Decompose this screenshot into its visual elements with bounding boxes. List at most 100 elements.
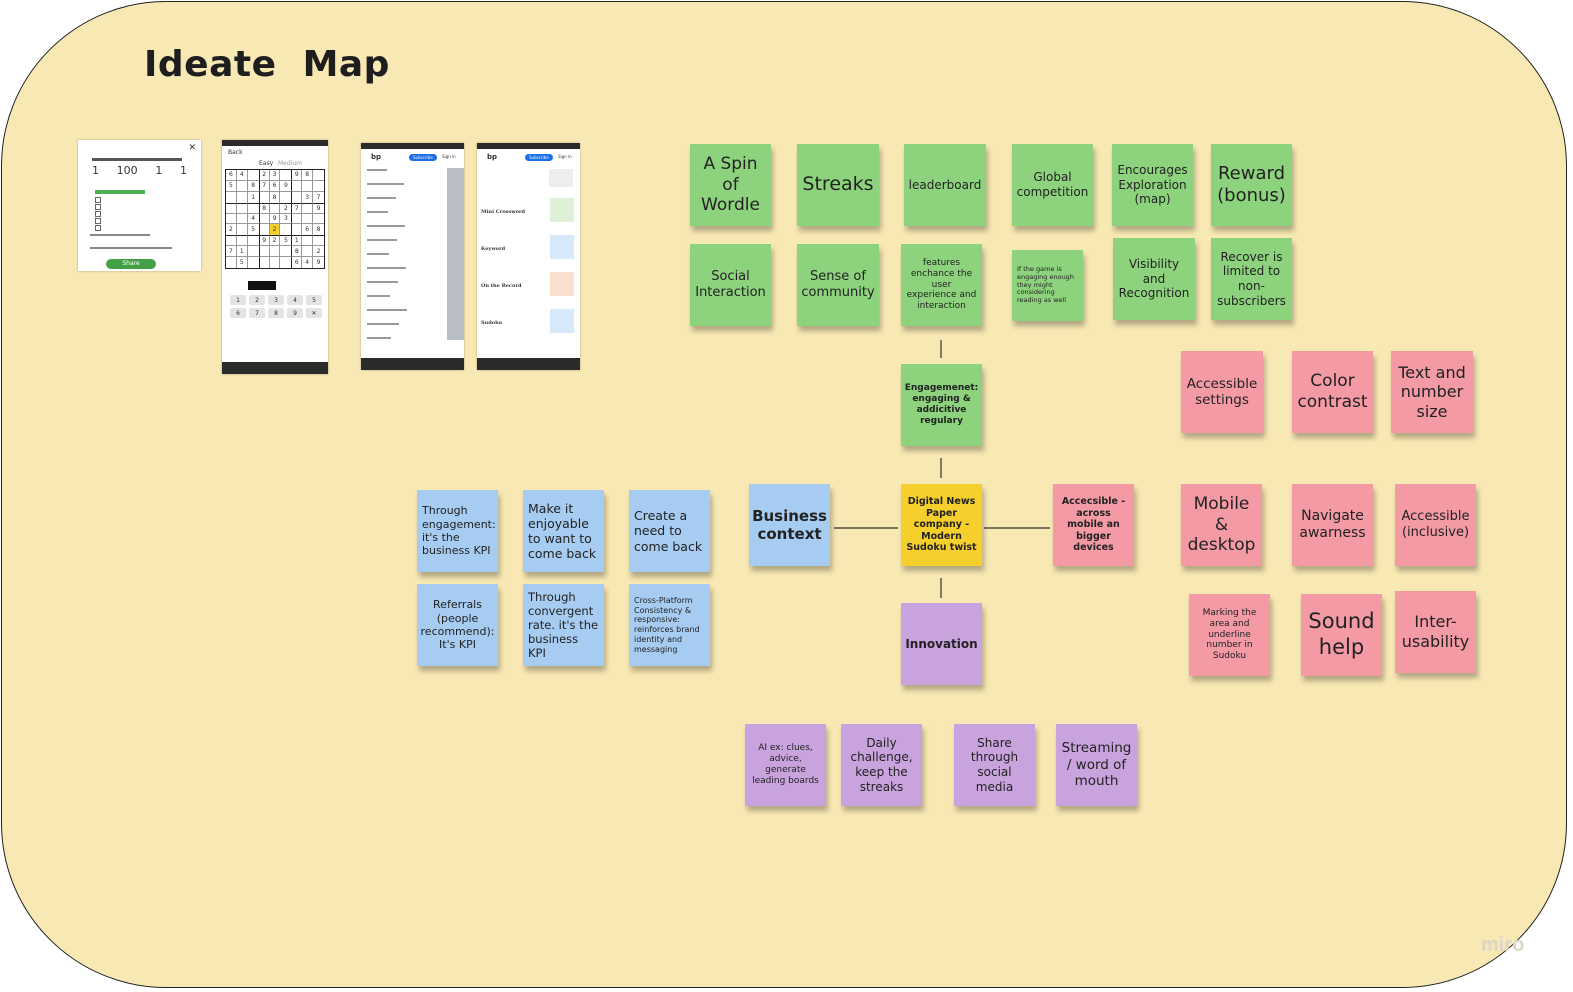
menu-item[interactable] — [367, 323, 399, 325]
sticky-note-reading[interactable]: If the game is engaging enough they migh… — [1012, 250, 1083, 321]
sudoku-cell[interactable] — [258, 224, 270, 236]
menu-item[interactable] — [367, 295, 390, 297]
menu-item[interactable] — [367, 197, 396, 199]
sticky-note-share[interactable]: Share through social media — [954, 724, 1035, 806]
sudoku-cell[interactable]: 2 — [226, 224, 237, 236]
sticky-note-visibility[interactable]: Visibility and Recognition — [1113, 238, 1195, 320]
sticky-note-referrals[interactable]: Referrals (people recommend): It's KPI — [417, 584, 498, 666]
sudoku-cell[interactable] — [280, 192, 291, 203]
sudoku-cell[interactable] — [258, 191, 270, 203]
menu-item[interactable] — [367, 267, 406, 269]
sudoku-cell[interactable]: 6 — [226, 170, 237, 181]
sudoku-cell[interactable]: 2 — [269, 235, 281, 247]
sudoku-cell[interactable] — [280, 257, 291, 268]
sudoku-cell[interactable]: 9 — [313, 202, 324, 214]
sticky-note-recover[interactable]: Recover is limited to non-subscribers — [1211, 238, 1292, 320]
sticky-note-innovation[interactable]: Innovation — [901, 603, 982, 685]
keypad-button[interactable]: ✕ — [306, 308, 322, 318]
mode-medium[interactable]: Medium — [278, 160, 302, 167]
sticky-note-sound-help[interactable]: Sound help — [1301, 594, 1382, 676]
sudoku-cell[interactable]: 4 — [302, 257, 314, 268]
subscribe-button[interactable]: Subscribe — [525, 154, 553, 161]
sudoku-cell[interactable]: 8 — [247, 181, 259, 192]
sudoku-cell[interactable] — [302, 246, 314, 258]
menu-list[interactable] — [367, 169, 437, 351]
sudoku-cell[interactable]: 9 — [291, 170, 303, 181]
sudoku-cell[interactable]: 3 — [302, 191, 314, 203]
keypad-button[interactable]: 5 — [306, 295, 322, 305]
sticky-note-reward[interactable]: Reward (bonus) — [1211, 144, 1292, 226]
mode-easy[interactable]: Easy — [259, 160, 274, 167]
sudoku-cell[interactable] — [258, 257, 270, 268]
sudoku-cell[interactable]: 2 — [258, 170, 270, 181]
sudoku-cell[interactable] — [258, 213, 270, 225]
sudoku-cell[interactable] — [237, 191, 248, 203]
sudoku-cell[interactable] — [236, 202, 248, 214]
sudoku-cell[interactable] — [247, 246, 259, 258]
sudoku-cell[interactable]: 5 — [280, 235, 292, 247]
sudoku-cell[interactable]: 3 — [280, 214, 292, 225]
sudoku-cell[interactable] — [269, 246, 281, 258]
sudoku-cell[interactable] — [291, 213, 303, 225]
menu-item[interactable] — [367, 225, 405, 227]
sudoku-cell[interactable] — [226, 191, 237, 203]
sudoku-cell[interactable]: 6 — [302, 224, 314, 236]
subscribe-button[interactable]: Subscribe — [409, 154, 437, 161]
share-button[interactable]: Share — [106, 259, 156, 269]
keypad-button[interactable]: 4 — [287, 295, 303, 305]
sudoku-cell[interactable]: 7 — [226, 246, 237, 258]
sticky-note-global-competition[interactable]: Global competition — [1012, 144, 1093, 226]
sudoku-cell[interactable] — [291, 224, 303, 236]
signin-link[interactable]: Sign in — [558, 154, 572, 159]
sudoku-cell[interactable] — [247, 235, 259, 247]
sticky-note-cross-platform[interactable]: Cross-Platform Consistency & responsive:… — [629, 584, 710, 666]
menu-item[interactable] — [367, 253, 389, 255]
sudoku-cell[interactable] — [291, 180, 303, 192]
sudoku-cell[interactable] — [226, 235, 237, 247]
sudoku-cell[interactable]: 1 — [291, 235, 303, 247]
sudoku-cell[interactable] — [302, 180, 314, 192]
keypad-button[interactable]: 6 — [230, 308, 246, 318]
signin-link[interactable]: Sign in — [442, 154, 456, 159]
sudoku-cell[interactable]: 2 — [269, 224, 281, 236]
sudoku-cell[interactable] — [236, 180, 248, 192]
sudoku-cell[interactable] — [280, 246, 292, 258]
sticky-note-create-need[interactable]: Create a need to come back — [629, 490, 710, 572]
menu-item[interactable] — [367, 309, 407, 311]
sudoku-cell[interactable] — [313, 214, 324, 225]
sudoku-cell[interactable]: 9 — [316, 259, 321, 267]
sudoku-cell[interactable] — [226, 213, 237, 225]
sticky-note-accessible-mobile[interactable]: Accecsible - across mobile an bigger dev… — [1053, 484, 1134, 566]
sudoku-cell[interactable] — [291, 191, 303, 203]
sticky-note-inter-usability[interactable]: Inter-usability — [1395, 591, 1476, 673]
sudoku-cell[interactable]: 5 — [226, 180, 237, 192]
sticky-note-accessible-settings[interactable]: Accessible settings — [1181, 351, 1263, 433]
sudoku-cell[interactable] — [269, 202, 281, 214]
sticky-note-enjoyable[interactable]: Make it enjoyable to want to come back — [523, 490, 604, 572]
input-toggle[interactable] — [248, 281, 276, 290]
sudoku-cell[interactable]: 5 — [237, 257, 248, 268]
keypad-button[interactable]: 9 — [287, 308, 303, 318]
sudoku-cell[interactable]: 7 — [258, 180, 270, 192]
sticky-note-color-contrast[interactable]: Color contrast — [1292, 351, 1373, 433]
sticky-note-business-kpi-engagement[interactable]: Through engagement: it's the business KP… — [417, 490, 498, 572]
sudoku-cell[interactable] — [226, 202, 237, 214]
sudoku-cell[interactable]: 8 — [291, 246, 303, 258]
sudoku-cell[interactable] — [313, 235, 324, 247]
sticky-note-social-interaction[interactable]: Social Interaction — [690, 244, 771, 326]
sudoku-cell[interactable] — [302, 202, 314, 214]
menu-item[interactable] — [367, 211, 388, 213]
sudoku-cell[interactable]: 3 — [269, 170, 281, 181]
sticky-note-streaks[interactable]: Streaks — [797, 144, 879, 226]
sudoku-cell[interactable] — [280, 224, 291, 235]
sticky-note-streaming[interactable]: Streaming / word of mouth — [1056, 724, 1137, 806]
menu-item[interactable] — [367, 183, 404, 185]
sudoku-cell[interactable]: 1 — [251, 193, 256, 201]
sudoku-cell[interactable]: 9 — [258, 235, 270, 247]
back-link[interactable]: Back — [228, 149, 243, 156]
sudoku-cell[interactable]: 4 — [247, 214, 259, 225]
sticky-note-daily-challenge[interactable]: Daily challenge, keep the streaks — [841, 724, 922, 806]
sticky-note-business-context[interactable]: Business context — [749, 484, 830, 566]
sudoku-cell[interactable]: 8 — [302, 170, 314, 181]
